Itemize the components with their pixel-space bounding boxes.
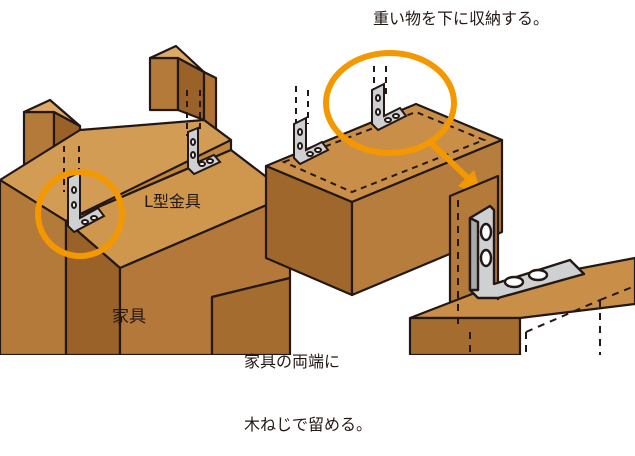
middle-highlight-circle <box>323 50 457 156</box>
box-bracket-left <box>293 116 330 166</box>
left-bracket-small <box>187 126 222 176</box>
left-highlight-circle <box>35 169 125 259</box>
box-top-dashed <box>281 110 487 194</box>
closeup-shelf-front <box>408 316 522 355</box>
left-bracket-large <box>67 170 106 234</box>
caption-store-heavy-items: 重い物を下に収納する。 <box>373 9 550 28</box>
closeup-bracket <box>468 204 586 300</box>
label-l-bracket: L型金具 <box>144 192 201 211</box>
left-post-top <box>22 98 82 128</box>
wall-left-front <box>0 178 68 355</box>
box-bracket-right <box>371 82 408 132</box>
furniture-side-step <box>210 276 292 355</box>
caption-screw-line1: 家具の両端に <box>244 352 341 371</box>
label-furniture: 家具 <box>112 307 146 327</box>
caption-screw-both-ends: 家具の両端に 木ねじで留める。 <box>244 309 372 456</box>
closeup-dashed <box>457 180 635 355</box>
right-post-front <box>148 56 180 112</box>
illustration <box>0 44 635 355</box>
caption-screw-line2: 木ねじで留める。 <box>244 415 373 434</box>
